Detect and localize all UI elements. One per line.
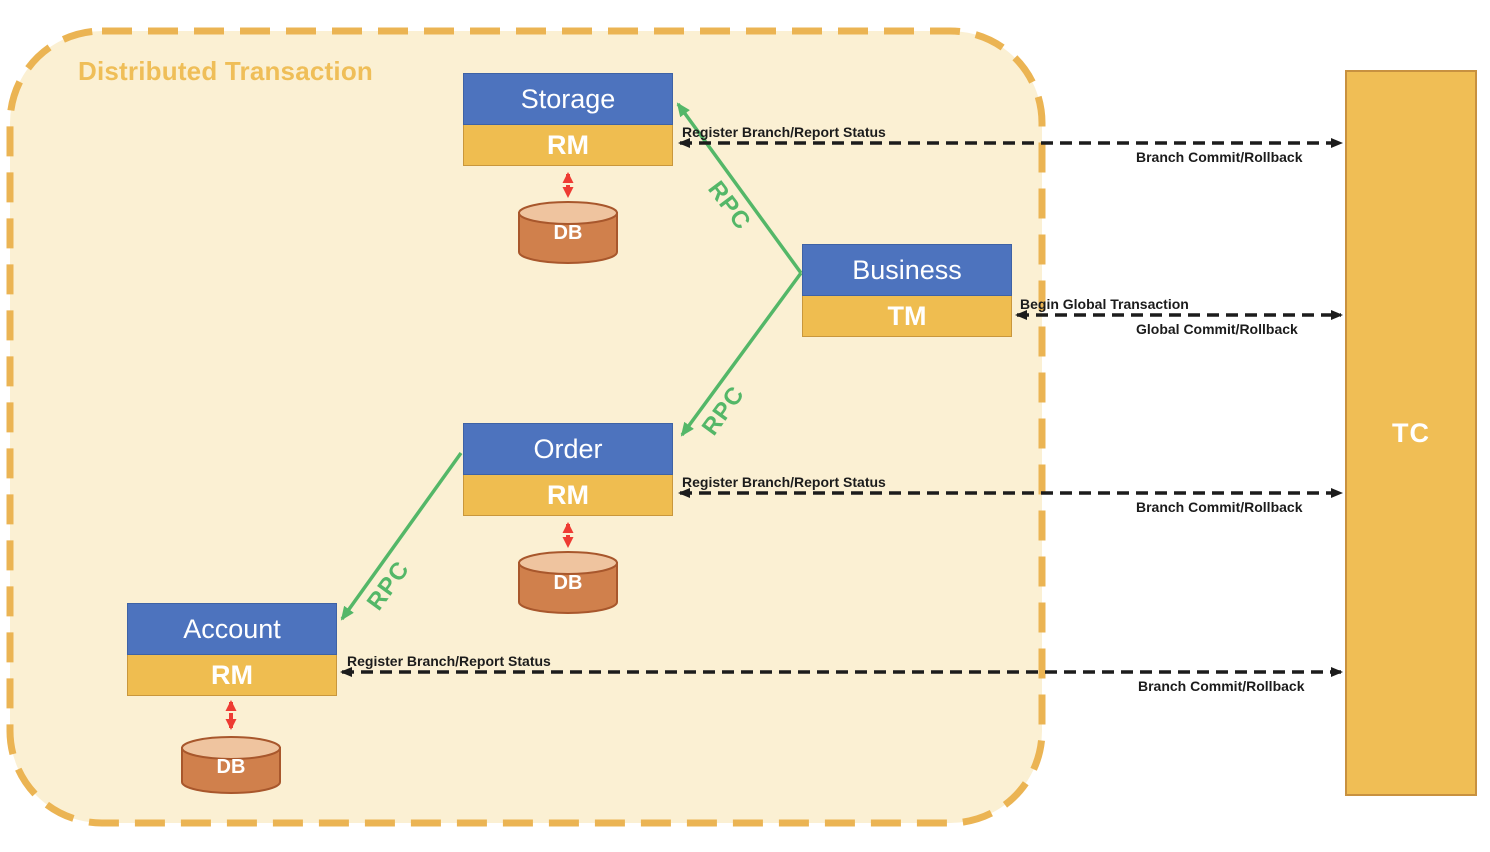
service-order-rm: RM xyxy=(463,475,673,516)
order-db-cylinder xyxy=(518,551,618,614)
tc-label: TC xyxy=(1392,417,1430,448)
rpc-line-business-order xyxy=(680,271,803,437)
service-storage-name: Storage xyxy=(463,73,673,125)
storage-db-cylinder xyxy=(518,201,618,264)
service-account-name: Account xyxy=(127,603,337,655)
service-account-rm: RM xyxy=(127,655,337,696)
service-business-name: Business xyxy=(802,244,1012,296)
rpc-line-order-account xyxy=(340,451,463,621)
tc-box: TC xyxy=(1345,70,1477,796)
account-db-cylinder xyxy=(181,736,281,794)
account-db-label: DB xyxy=(216,756,246,778)
edge-account-tc-top-label: Register Branch/Report Status xyxy=(347,653,551,669)
service-business-tm: TM xyxy=(802,296,1012,337)
rpc-line-business-storage xyxy=(676,102,803,275)
service-order: Order RM xyxy=(463,423,673,516)
edge-storage-tc-top-label: Register Branch/Report Status xyxy=(682,124,886,140)
edge-business-tc-bottom-label: Global Commit/Rollback xyxy=(1136,321,1298,337)
edge-order-tc-top-label: Register Branch/Report Status xyxy=(682,474,886,490)
edge-storage-tc-bottom-label: Branch Commit/Rollback xyxy=(1136,149,1303,165)
order-db-label: DB xyxy=(553,572,583,594)
storage-db-label: DB xyxy=(553,222,583,244)
service-storage-rm: RM xyxy=(463,125,673,166)
service-business: Business TM xyxy=(802,244,1012,337)
edge-business-tc-top-label: Begin Global Transaction xyxy=(1020,296,1189,312)
service-storage: Storage RM xyxy=(463,73,673,166)
service-account: Account RM xyxy=(127,603,337,696)
edge-order-tc-bottom-label: Branch Commit/Rollback xyxy=(1136,499,1303,515)
diagram-title: Distributed Transaction xyxy=(78,56,373,86)
edge-account-tc-bottom-label: Branch Commit/Rollback xyxy=(1138,678,1305,694)
service-order-name: Order xyxy=(463,423,673,475)
